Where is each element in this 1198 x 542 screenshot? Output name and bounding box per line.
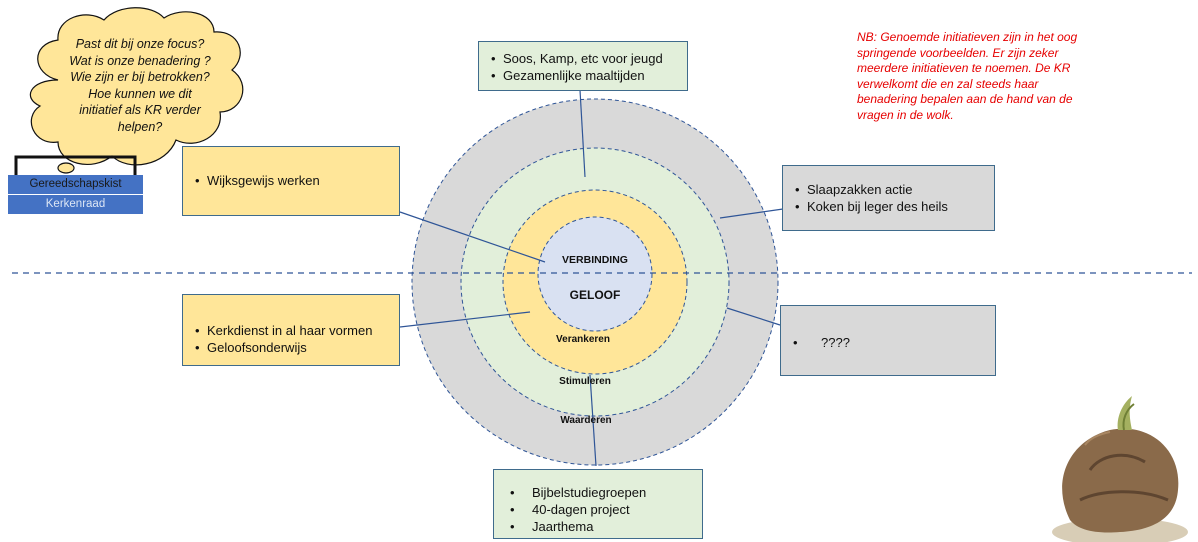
list-item: Bijbelstudiegroepen [510, 484, 702, 501]
list-item: Gezamenlijke maaltijden [491, 67, 687, 84]
core-circle [537, 216, 653, 332]
note-line: meerdere initiatieven te noemen. De KR [857, 61, 1071, 75]
box-top-initiatives: Soos, Kamp, etc voor jeugd Gezamenlijke … [478, 41, 688, 91]
toolbox: Gereedschapskist Kerkenraad [8, 175, 143, 214]
cloud-line: Hoe kunnen we dit [88, 86, 192, 101]
ring-label-verankeren: Verankeren [556, 334, 610, 345]
box-bottom-initiatives: Bijbelstudiegroepen 40-dagen project Jaa… [493, 469, 703, 539]
list-item: Kerkdienst in al haar vormen [195, 322, 399, 339]
list-item: Wijksgewijs werken [195, 172, 399, 189]
note-text: NB: Genoemde initiatieven zijn in het oo… [857, 30, 1117, 123]
list-item: Geloofsonderwijs [195, 339, 399, 356]
core-label-geloof: GELOOF [569, 288, 621, 302]
toolbox-title: Gereedschapskist [8, 175, 143, 195]
core-label-verbinding: VERBINDING [562, 254, 628, 266]
list-item: Jaarthema [510, 518, 702, 535]
cloud-line: helpen? [117, 119, 163, 134]
toolbox-handle [14, 155, 137, 176]
connector-left-bottom [399, 311, 531, 328]
cloud-line: initiatief als KR verder [79, 103, 201, 117]
connector-top [579, 89, 586, 178]
list-item: Slaapzakken actie [795, 181, 994, 198]
connector-left-top [399, 211, 546, 263]
cloud-line: Wat is onze benadering ? [69, 53, 211, 68]
list-item: 40-dagen project [510, 501, 702, 518]
note-line: benadering bepalen aan de hand van de [857, 92, 1073, 106]
box-left-top-initiatives: Wijksgewijs werken [182, 146, 400, 216]
box-right-bottom-initiatives: ???? [780, 305, 996, 376]
connector-right-bottom [726, 307, 781, 326]
ring-label-waarderen: Waarderen [560, 415, 612, 426]
box-right-top-initiatives: Slaapzakken actie Koken bij leger des he… [782, 165, 995, 231]
box-left-bottom-initiatives: Kerkdienst in al haar vormen Geloofsonde… [182, 294, 400, 366]
note-line: NB: Genoemde initiatieven zijn in het oo… [857, 30, 1078, 44]
connector-bottom [589, 374, 597, 467]
cloud-line: Past dit bij onze focus? [75, 37, 205, 51]
toolbox-subtitle: Kerkenraad [8, 195, 143, 214]
cloud-questions: Past dit bij onze focus? Wat is onze ben… [55, 36, 225, 135]
note-line: springende voorbeelden. Er zijn zeker [857, 45, 1059, 60]
ring-label-stimuleren: Stimuleren [559, 376, 611, 387]
list-item: Koken bij leger des heils [795, 198, 994, 215]
cloud-line: Wie zijn er bij betrokken? [70, 70, 210, 84]
flower-bulb-image [1052, 396, 1188, 542]
connector-right-top [719, 208, 784, 219]
list-item: ???? [793, 334, 995, 351]
note-line: vragen in de wolk. [857, 107, 954, 122]
note-line: verwelkomt die en zal steeds haar [857, 76, 1039, 91]
list-item: Soos, Kamp, etc voor jeugd [491, 50, 687, 67]
